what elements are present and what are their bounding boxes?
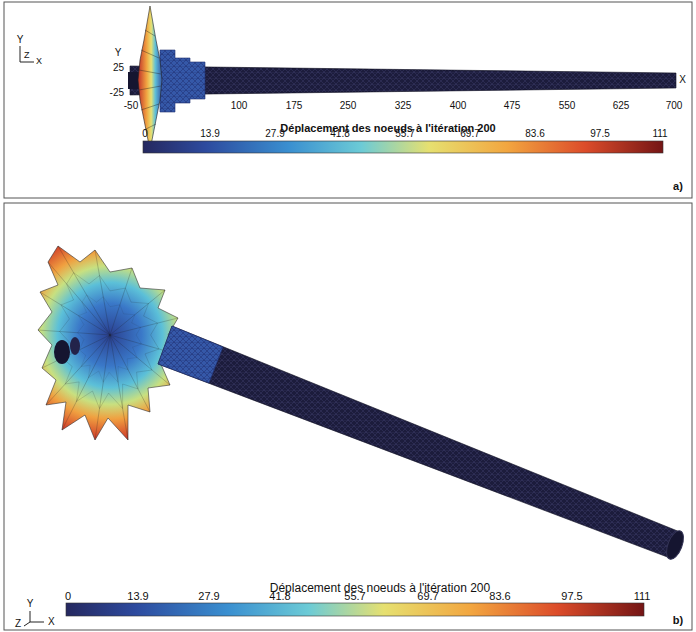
axis-letter: X <box>679 75 686 85</box>
colorbar <box>143 141 663 153</box>
colorbar-tick: 27.9 <box>265 129 284 139</box>
rod-mesh <box>130 66 676 95</box>
axis-tick: 325 <box>395 101 412 111</box>
axis-tick: 625 <box>613 101 630 111</box>
axis-tick: 100 <box>231 101 248 111</box>
panel-letter: a) <box>673 181 683 192</box>
rod-end <box>663 528 687 561</box>
axis-triad <box>24 611 44 626</box>
axis-tick: 175 <box>286 101 303 111</box>
plot-title: Déplacement des noeuds à l'itération 200 <box>270 582 490 594</box>
disc-mesh <box>38 246 180 440</box>
axis-letter: Y <box>115 48 122 58</box>
axis-tick: 400 <box>450 101 467 111</box>
mesh-lines <box>139 30 161 130</box>
colorbar-tick: 55.7 <box>395 129 414 139</box>
axis-triad <box>20 46 34 62</box>
colorbar <box>66 603 644 616</box>
colorbar-tick: 111 <box>634 591 651 602</box>
colorbar-tick: 55.7 <box>344 591 365 602</box>
colorbar-tick: 0 <box>142 129 148 139</box>
colorbar-tick: 13.9 <box>200 129 219 139</box>
axis-tick: 475 <box>504 101 521 111</box>
colorbar-tick: 111 <box>652 129 667 139</box>
panel-letter: b) <box>673 615 683 626</box>
colorbar-tick: 27.9 <box>198 591 219 602</box>
axis-letter: X <box>36 57 42 66</box>
colorbar-tick: 41.8 <box>269 591 290 602</box>
colorbar-tick: 13.9 <box>127 591 148 602</box>
colorbar-tick: 83.6 <box>525 129 544 139</box>
axis-letter: X <box>48 617 55 627</box>
axis-letter: Y <box>17 35 24 45</box>
panel-frame <box>4 203 692 630</box>
axis-tick: -50 <box>124 101 138 111</box>
axis-tick: 700 <box>666 101 683 111</box>
colorbar-tick: 83.6 <box>489 591 510 602</box>
axis-letter: Y <box>27 599 34 609</box>
axis-tick: 25 <box>113 63 124 73</box>
axis-letter: Z <box>15 619 21 629</box>
axis-tick: 250 <box>340 101 357 111</box>
colorbar-tick: 69.7 <box>460 129 479 139</box>
axis-tick: 550 <box>559 101 576 111</box>
axis-tick: -25 <box>110 88 124 98</box>
deformed-zone <box>158 326 223 383</box>
flared-disc <box>38 246 180 440</box>
colorbar-tick: 41.8 <box>330 129 349 139</box>
colorbar-tick: 97.5 <box>561 591 582 602</box>
panel-frame <box>4 2 692 198</box>
colorbar-tick: 97.5 <box>590 129 609 139</box>
flared-disc-edge <box>138 6 162 150</box>
hub <box>54 340 70 364</box>
rod-mesh <box>158 326 680 558</box>
colorbar-tick: 69.7 <box>417 591 438 602</box>
axis-letter: Z <box>24 51 30 60</box>
hub <box>70 337 80 355</box>
colorbar-tick: 0 <box>65 591 71 602</box>
deformed-zone <box>160 50 205 112</box>
